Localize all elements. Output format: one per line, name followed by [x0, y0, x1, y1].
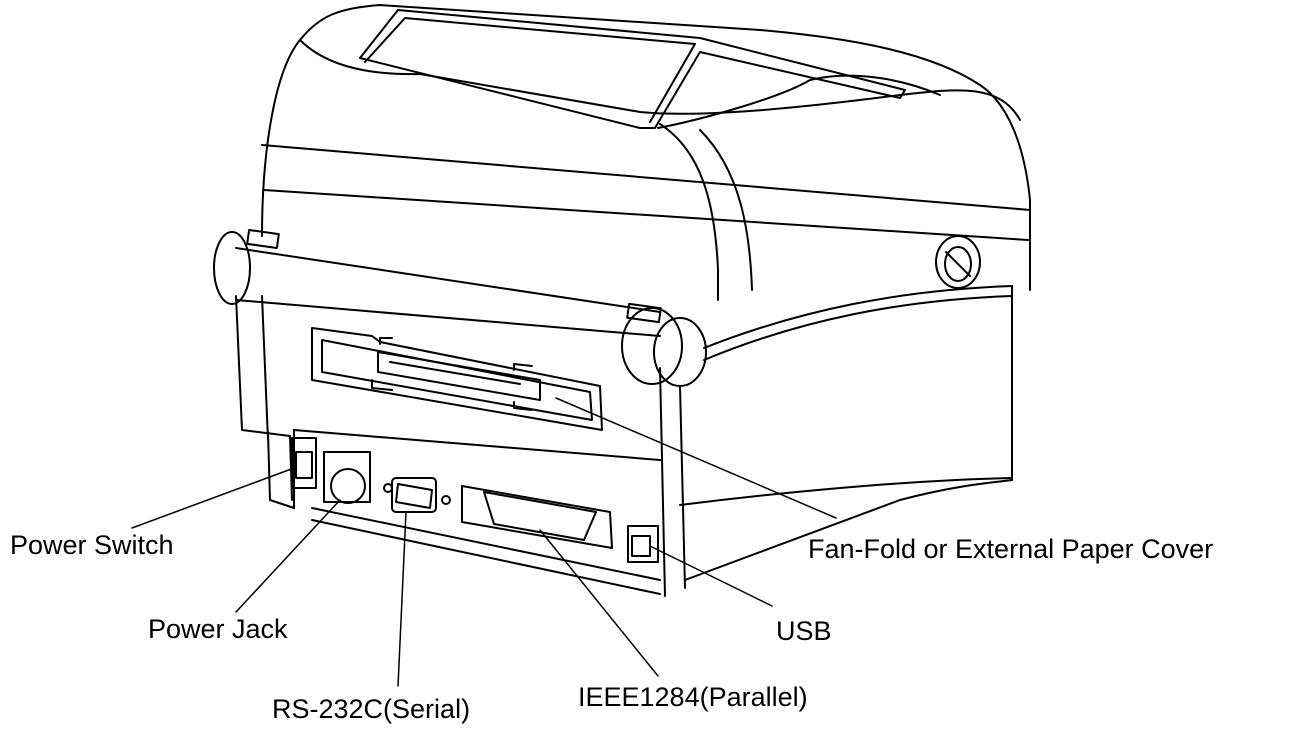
cover-latch — [935, 235, 981, 289]
leader-line-power-jack — [235, 499, 341, 613]
leader-line-ieee1284 — [539, 529, 659, 677]
callout-power-switch: Power Switch — [10, 530, 174, 560]
lid-handle — [359, 9, 906, 129]
fan-fold-slot — [311, 327, 603, 431]
leader-line-usb — [649, 545, 773, 607]
callout-ieee1284: IEEE1284(Parallel) — [578, 682, 808, 712]
leader-lines — [131, 397, 837, 687]
callout-usb: USB — [776, 616, 832, 646]
leader-line-power-switch — [131, 467, 295, 529]
power-switch-icon — [291, 437, 317, 489]
callout-rs232: RS-232C(Serial) — [272, 694, 471, 724]
printer-lower-body — [235, 285, 1013, 597]
usb-port-icon — [627, 525, 659, 563]
leader-line-fan-fold — [555, 397, 837, 519]
printer-top-cover — [261, 4, 1031, 301]
rs232-port-icon — [383, 477, 451, 513]
power-jack-icon — [323, 451, 371, 504]
ieee1284-port-icon — [461, 485, 613, 549]
hinge-bar — [213, 228, 707, 387]
callout-power-jack: Power Jack — [148, 614, 288, 644]
leader-line-rs232 — [397, 511, 407, 687]
callout-fan-fold-cover: Fan-Fold or External Paper Cover — [808, 534, 1214, 564]
